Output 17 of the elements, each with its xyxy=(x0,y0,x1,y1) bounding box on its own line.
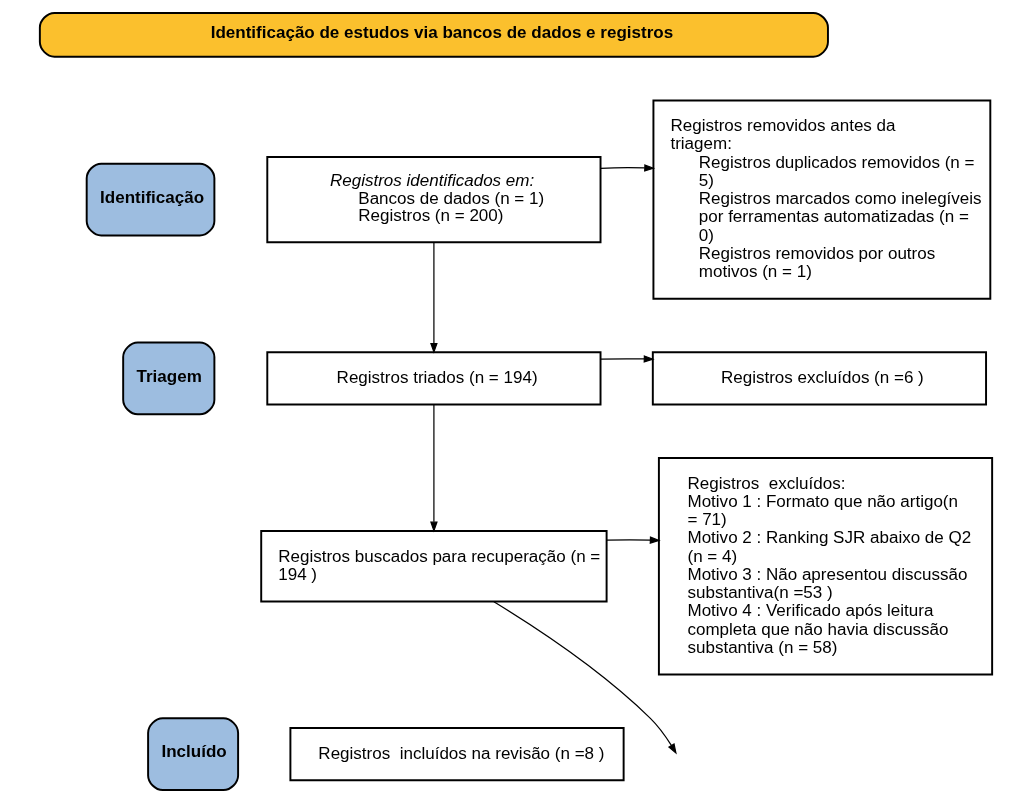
node-box: Registros identificados em: Bancos de dados (n = 1) Registros (n = 200) xyxy=(265,156,601,244)
node-box: Registros incluídos na revisão (n =8 ) xyxy=(288,727,625,782)
arrow xyxy=(599,355,655,363)
node-box: Registros excluídos: Motivo 1 : Formato que não artigo(n = 71) Motivo 2 : Ranking SJR abaixo de Q2 (n = 4) Motivo 3 : Não apresentou discussão substantiva(n =53 ) Motivo 4 : Verificado após leitura completa que não havia discussão substantiva (n = 58) xyxy=(657,457,993,676)
node-box: Identificação xyxy=(85,162,215,237)
arrow xyxy=(605,536,661,544)
arrow xyxy=(492,601,677,755)
node-box: Identificação de estudos via bancos de dados e registros xyxy=(38,11,829,58)
node-box: Registros triados (n = 194) xyxy=(265,351,601,406)
node-box: Registros buscados para recuperação (n = 194 ) xyxy=(259,530,608,603)
arrow xyxy=(429,242,438,354)
node-box: Triagem xyxy=(121,341,215,416)
node-box: Registros removidos antes da triagem: Registros duplicados removidos (n = 5) Registros marcados como inelegíveis por ferramentas automatizadas (n = 0) Registros removidos por outros motivos (n = 1) xyxy=(651,99,991,300)
arrow xyxy=(429,404,438,533)
node-box: Incluído xyxy=(146,717,239,792)
arrow xyxy=(599,164,655,172)
node-box: Registros excluídos (n =6 ) xyxy=(651,351,987,406)
